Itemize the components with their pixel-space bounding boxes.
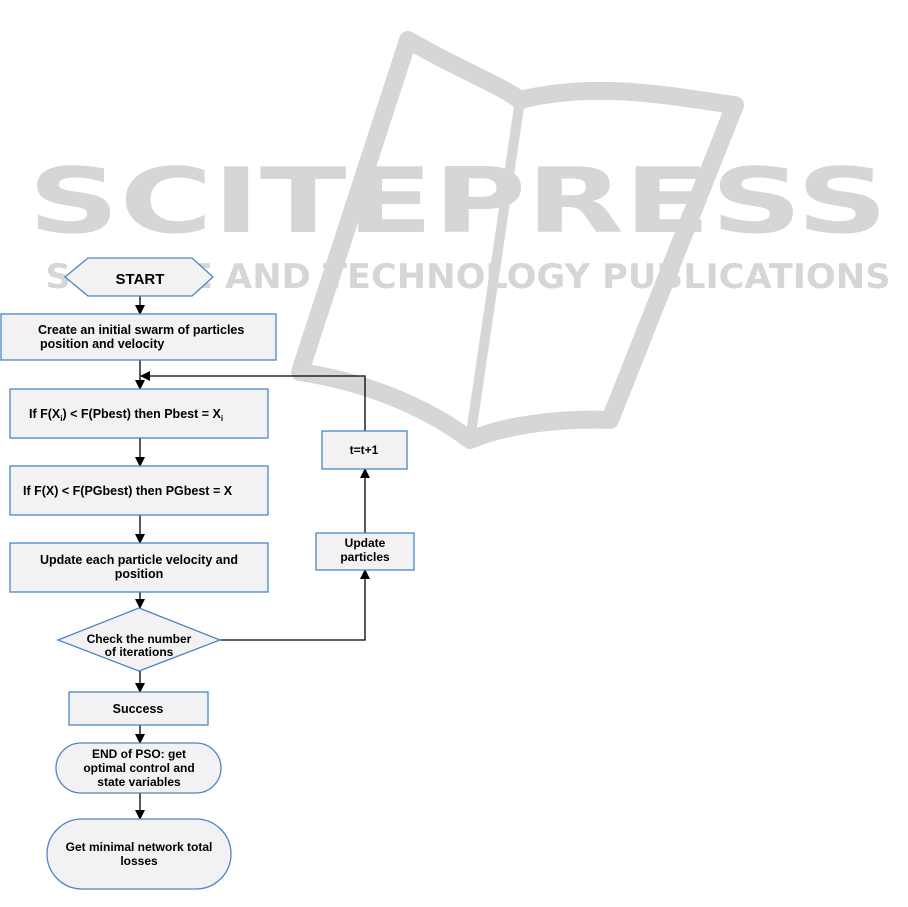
node-minimal-losses: Get minimal network total losses (46, 818, 232, 890)
losses-line2: losses (120, 854, 158, 868)
node-check-iterations: Check the number of iterations (56, 607, 222, 672)
node-update-particles: Update particles (315, 532, 415, 571)
init-label-line2: position and velocity (40, 337, 164, 351)
init-label-line1: Create an initial swarm of particles (38, 323, 244, 337)
pbest-label: If F(Xi) < F(Pbest) then Pbest = Xi (29, 407, 223, 423)
arrow-check-to-update-particles (220, 569, 370, 641)
losses-line1: Get minimal network total (66, 840, 213, 854)
increment-label: t=t+1 (350, 443, 379, 457)
watermark-brand: SCITEPRESS (28, 149, 888, 254)
pgbest-label: If F(X) < F(PGbest) then PGbest = X (23, 484, 233, 498)
node-start: START (63, 257, 214, 297)
arrow-increment-loop-back (140, 371, 366, 431)
node-end-pso: END of PSO: get optimal control and stat… (55, 742, 222, 794)
success-label: Success (113, 702, 164, 716)
connectors (135, 296, 370, 820)
update-velocity-line2: position (115, 567, 164, 581)
node-update-velocity: Update each particle velocity and positi… (9, 542, 269, 593)
open-book-icon (291, 31, 744, 449)
update-particles-line2: particles (340, 550, 390, 564)
node-increment-t: t=t+1 (321, 430, 408, 470)
end-pso-line3: state variables (97, 775, 181, 789)
check-line2: of iterations (105, 645, 174, 659)
node-pbest-check: If F(Xi) < F(Pbest) then Pbest = Xi (9, 388, 269, 439)
check-line1: Check the number (87, 632, 192, 646)
end-pso-line1: END of PSO: get (92, 747, 186, 761)
update-velocity-line1: Update each particle velocity and (40, 553, 238, 567)
watermark: SCITEPRESS SCIENCE AND TECHNOLOGY PUBLIC… (28, 31, 891, 449)
node-pgbest-check: If F(X) < F(PGbest) then PGbest = X (9, 465, 269, 516)
start-label: START (116, 271, 165, 288)
end-pso-line2: optimal control and (83, 761, 194, 775)
update-particles-line1: Update (345, 536, 386, 550)
node-initialize-swarm: Create an initial swarm of particles pos… (0, 313, 277, 361)
node-success: Success (68, 691, 209, 726)
